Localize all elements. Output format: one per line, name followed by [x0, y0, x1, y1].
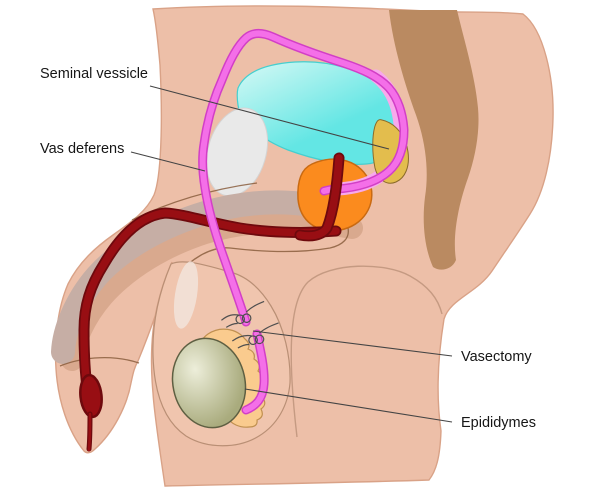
penis-shaft-upper-band	[51, 190, 362, 364]
penis-underside-contour-line	[175, 227, 349, 277]
inguinal-crease-line	[290, 265, 443, 438]
glans-corona-line	[59, 357, 140, 367]
leader-line-epididymes	[244, 388, 453, 423]
leader-line-vas-deferens	[130, 151, 206, 172]
label-vas-deferens: Vas deferens	[40, 141, 124, 157]
spermatic-cord-highlight	[173, 261, 199, 329]
urethra-path	[78, 207, 342, 452]
label-vasectomy: Vasectomy	[461, 349, 532, 365]
leader-line-seminal-vesicle	[149, 85, 390, 150]
vas-deferens-cut-segment	[241, 329, 269, 415]
testicle-shape	[171, 337, 247, 429]
vas-deferens-tube	[198, 28, 409, 327]
leader-line-vasectomy	[252, 330, 453, 357]
urethra-prostatic-segment	[294, 152, 345, 242]
label-epididymes: Epididymes	[461, 415, 536, 431]
urethral-bulb	[79, 373, 103, 419]
label-seminal-vesicle: Seminal vessicle	[40, 66, 148, 82]
vasectomy-knot-upper	[221, 300, 265, 328]
rectum-shape	[389, 10, 479, 270]
pubic-bone-shape	[205, 107, 269, 197]
